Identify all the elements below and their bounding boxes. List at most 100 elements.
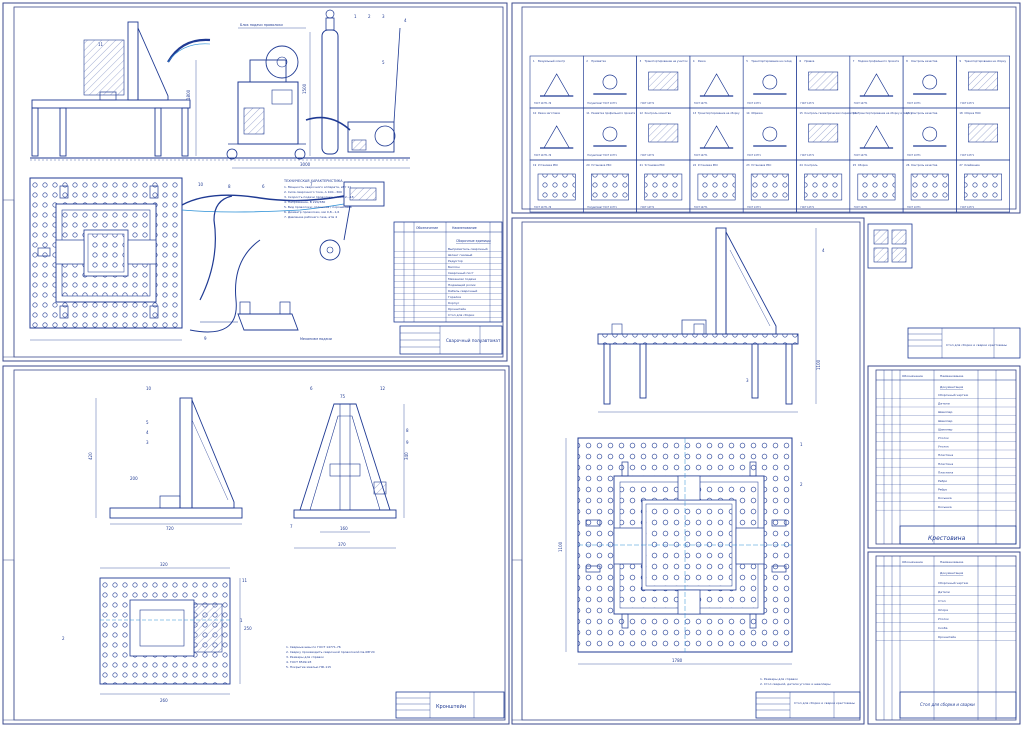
- note-line: 6. Диаметр проволоки, мм 0,8...1,6: [284, 210, 339, 214]
- dim-front-height: 340: [404, 452, 409, 460]
- table-side-view: [31, 21, 191, 157]
- process-step-number: 7: [853, 59, 855, 63]
- table-elevation: 1100: [597, 227, 821, 413]
- process-step-number: 23: [746, 163, 750, 167]
- process-caption: ГОСТ 14771: [854, 154, 868, 157]
- spec-row: Кронштейн: [448, 307, 466, 311]
- process-caption: ГОСТ 14771: [641, 206, 655, 209]
- dim-plan-depth: 1100: [558, 541, 563, 552]
- spec-bottom-title: Стол для сборки и сварки: [920, 702, 975, 707]
- spec-row: Баллон: [448, 265, 460, 269]
- sheet2-title-block: Стол для сборки и сварки крестовины: [907, 327, 1021, 359]
- spec-row: Пластина: [938, 470, 953, 474]
- process-step-number: 16: [853, 111, 857, 115]
- process-caption: ГОСТ 14771: [694, 206, 708, 209]
- spec-row: Уголок: [938, 436, 949, 440]
- process-caption: ГОСТ 14771: [694, 102, 708, 105]
- table-plan-view: [29, 177, 183, 341]
- spec-top-title: Крестовина: [928, 535, 966, 542]
- spec-row: Редуктор: [448, 259, 463, 263]
- process-step-label: Контроль геометрических параметров: [805, 111, 859, 115]
- process-step-number: 24: [800, 163, 804, 167]
- process-cell: [742, 55, 797, 109]
- callout-11: 11: [242, 578, 248, 583]
- spec-row: Пластина: [938, 453, 953, 457]
- spec-row: Подающий ролик: [448, 283, 476, 287]
- process-caption: Полуавтомат ГОСТ 14771: [587, 154, 617, 157]
- process-cell: [689, 55, 744, 109]
- note-line: 3. Размеры для справок: [286, 655, 324, 659]
- process-sketch: [804, 173, 843, 201]
- callout-4: 4: [822, 248, 825, 253]
- bracket-front-view: 370 160 75 340: [293, 394, 409, 549]
- spec-row: Корпус: [448, 301, 460, 305]
- callout-2: 2: [62, 636, 65, 641]
- process-step-number: 4: [693, 59, 695, 63]
- process-sketch: [543, 73, 570, 97]
- spec-top-section: Документация: [940, 385, 963, 389]
- process-step-label: Контроль качества: [911, 59, 938, 63]
- process-step-number: 15: [800, 111, 804, 115]
- process-caption: ГОСТ 14771: [747, 154, 761, 157]
- process-sketch: [968, 71, 999, 91]
- label-feeder-bottom: Механизм подачи: [300, 337, 332, 341]
- process-cell: [849, 107, 904, 161]
- dim-foot: 370: [338, 542, 346, 547]
- process-step-label: Установка РКС: [591, 163, 611, 167]
- process-cell: [902, 55, 957, 109]
- spec-sheet-table: Обозначение Наименование Документация Сб…: [867, 551, 1021, 725]
- dim-plan-depth: 250: [244, 626, 252, 631]
- spec-row: Уголок: [938, 445, 949, 449]
- spec-row: Механизм подачи: [448, 277, 476, 281]
- process-step-label: Контроль: [805, 163, 819, 167]
- process-step-label: Транспортирование на сборку: [964, 59, 1006, 63]
- process-sketch: [857, 173, 896, 201]
- callout-4: 4: [404, 18, 407, 23]
- sheet2-subtitle: Стол для сборки и сварки крестовины: [946, 343, 1008, 347]
- crossbar-inset: [867, 223, 913, 269]
- fixture-plate: [200, 301, 299, 331]
- note-line: 2. Стол сварной, детали уголки и швеллер…: [760, 682, 831, 686]
- process-step-label: Установка РКС: [698, 163, 718, 167]
- process-step-number: 11: [586, 111, 590, 115]
- process-step-label: Транспортирование на склад: [751, 59, 792, 63]
- process-step-label: Транспортирование на участок: [645, 59, 689, 63]
- process-step-label: Транспортирование на сборку: [698, 111, 740, 115]
- process-sketch: [762, 126, 778, 142]
- process-caption: ГОСТ 14771-76: [534, 154, 552, 157]
- spec-top-col-name: Наименование: [940, 374, 963, 378]
- spec-row: Сварочный пост: [448, 271, 474, 275]
- spec-row: Кронштейн: [938, 635, 956, 639]
- bracket-title-block: Кронштейн: [395, 691, 505, 719]
- process-sketch: [808, 71, 839, 91]
- dim-width: 3000: [300, 162, 311, 167]
- process-step-number: 27: [959, 163, 963, 167]
- sheet-welding-equipment: 1800 1500 3000 Блок подачи проволоки: [2, 2, 508, 362]
- dim-length: 720: [166, 526, 174, 531]
- process-sketch: [644, 173, 683, 201]
- process-caption: Полуавтомат ГОСТ 14771: [587, 206, 617, 209]
- spec-bottom-section: Документация: [940, 571, 963, 575]
- process-step-label: Сборка: [858, 163, 868, 167]
- process-step-label: Резка: [698, 59, 706, 63]
- process-cell: [902, 107, 957, 161]
- process-step-label: Резка заготовок: [538, 111, 561, 115]
- process-cell: [529, 55, 584, 109]
- callout-10: 10: [198, 182, 204, 187]
- spec-row: Сборочный чертеж: [938, 581, 969, 585]
- callout-3: 3: [382, 14, 385, 19]
- note-line: 2. Сила сварочного тока, А 100...300: [284, 190, 342, 194]
- spec-row: Детали: [938, 590, 950, 594]
- spec-row: Пластина: [938, 462, 953, 466]
- spec-row: Швеллер: [938, 427, 953, 431]
- table-title-block: Стол для сборки и сварки крестовины: [755, 691, 861, 719]
- dim-height: 420: [88, 452, 93, 460]
- dim-plan-width: 1780: [672, 658, 683, 663]
- spec-bottom-rows: Сборочный чертежДеталиСтолОпораУголокСко…: [876, 581, 1016, 641]
- callout-6: 6: [262, 184, 265, 189]
- process-step-number: 19: [533, 163, 537, 167]
- process-caption: ГОСТ 14771: [801, 154, 815, 157]
- process-caption: ГОСТ 14771: [694, 154, 708, 157]
